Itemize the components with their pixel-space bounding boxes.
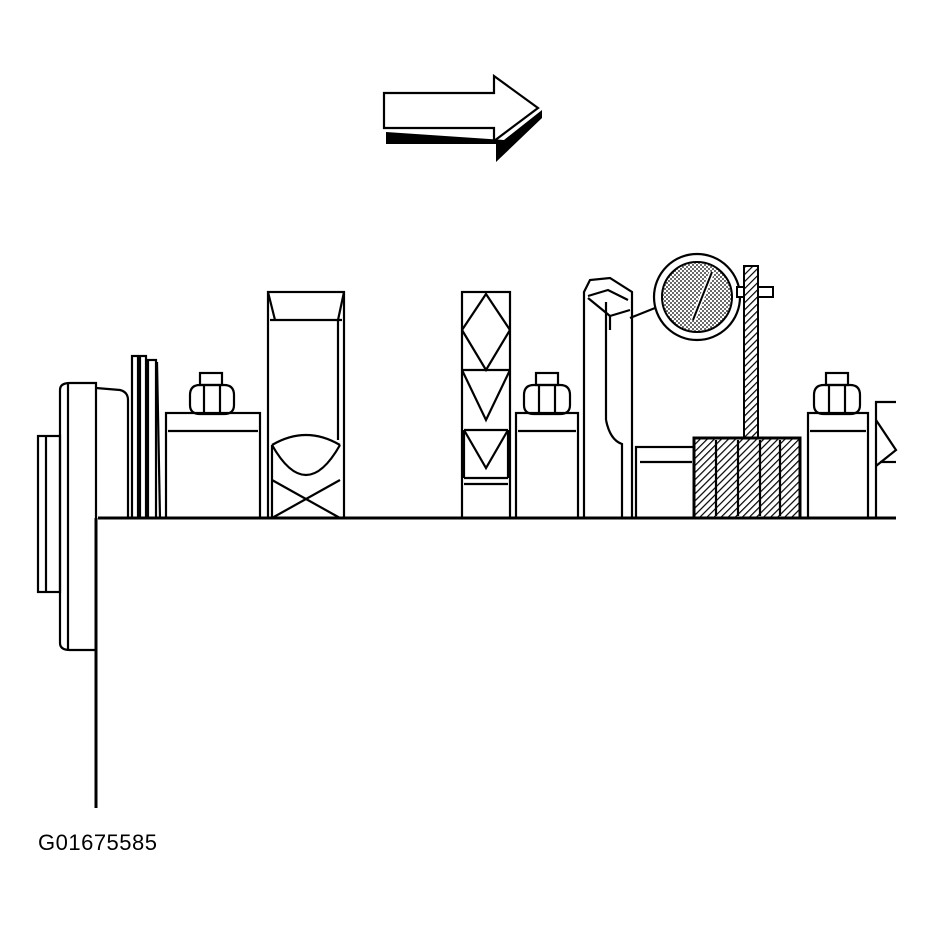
gear-block-1 [164, 371, 262, 520]
bearing-1 [266, 290, 346, 520]
gear-block-3 [634, 445, 698, 520]
hex-nut-2 [522, 371, 572, 416]
shaft-baseline [94, 516, 896, 808]
dial-stand-rod [743, 265, 759, 441]
partial-bearing-right [874, 400, 898, 518]
figure-code: G01675585 [38, 830, 158, 855]
hex-nut-1 [188, 371, 236, 416]
clutch-plates [130, 354, 162, 520]
bearing-2 [460, 290, 512, 520]
hex-nut-3 [812, 371, 862, 416]
dial-indicator [629, 252, 774, 441]
gear-block-4 [806, 371, 870, 520]
end-flange [36, 381, 130, 652]
gear-block-2 [514, 371, 580, 520]
direction-arrow [382, 73, 542, 162]
magnetic-base [692, 436, 802, 520]
shift-fork [582, 276, 634, 520]
